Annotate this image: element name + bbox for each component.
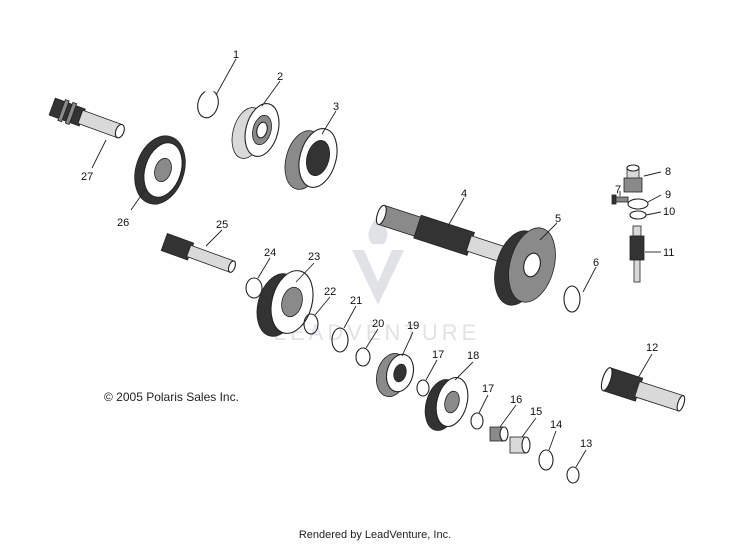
part-27-pinion-shaft	[48, 97, 125, 139]
callout-6: 6	[593, 257, 599, 269]
callout-7: 7	[615, 184, 621, 196]
footer-credit: Rendered by LeadVenture, Inc.	[298, 529, 452, 541]
copyright-notice: © 2005 Polaris Sales Inc.	[104, 390, 239, 404]
callout-24: 24	[264, 247, 276, 259]
part-6-o-ring	[563, 285, 581, 313]
callout-10: 10	[663, 206, 675, 218]
part-3-gear-hub	[284, 128, 338, 190]
callout-5: 5	[555, 213, 561, 225]
callout-1: 1	[233, 49, 239, 61]
callout-16: 16	[510, 394, 522, 406]
callout-14: 14	[550, 419, 562, 431]
watermark-flame-icon	[368, 212, 388, 244]
callout-leader-lines	[91, 58, 662, 468]
part-8-sensor-housing	[623, 164, 643, 193]
part-4-main-shaft	[375, 204, 512, 264]
part-17-washer-a	[416, 379, 430, 397]
part-26-gear	[134, 135, 186, 205]
part-5-gear	[494, 227, 556, 306]
callout-17-b: 17	[482, 383, 494, 395]
callout-17-a: 17	[432, 349, 444, 361]
part-25-input-shaft	[160, 233, 236, 273]
part-14-retaining-clip	[538, 449, 554, 471]
part-7-screw	[611, 194, 629, 205]
part-20-washer	[355, 347, 371, 367]
callout-23: 23	[308, 251, 320, 263]
part-19-shift-dog	[376, 352, 415, 398]
callout-12: 12	[646, 342, 658, 354]
part-18-gear	[424, 376, 469, 431]
callout-3: 3	[333, 101, 339, 113]
part-17-washer-b	[470, 412, 484, 430]
callout-labels: 1 2 3 4 5 6 7 8 9 10 11 12 13 14 15 16 1…	[81, 49, 675, 450]
callout-25: 25	[216, 219, 228, 231]
callout-21: 21	[350, 295, 362, 307]
callout-2: 2	[277, 71, 283, 83]
part-12-output-shaft	[600, 367, 686, 412]
part-11-drive-gear	[629, 225, 645, 283]
part-16-needle-bearing	[489, 426, 509, 442]
callout-26: 26	[117, 217, 129, 229]
callout-18: 18	[467, 350, 479, 362]
part-15-bushing	[509, 436, 531, 454]
callout-9: 9	[665, 189, 671, 201]
watermark-logo	[352, 250, 404, 305]
part-13-washer	[566, 466, 580, 484]
part-1-snap-ring	[197, 88, 219, 119]
part-10-washer	[629, 210, 647, 220]
callout-15: 15	[530, 406, 542, 418]
callout-22: 22	[324, 286, 336, 298]
callout-4: 4	[461, 188, 467, 200]
part-9-o-ring	[627, 198, 649, 210]
part-2-bearing	[231, 103, 280, 159]
callout-11: 11	[663, 247, 674, 259]
part-21-thrust-washer	[331, 327, 349, 353]
part-23-gear	[256, 270, 314, 337]
callout-13: 13	[580, 438, 592, 450]
part-22-bushing	[303, 313, 319, 335]
callout-20: 20	[372, 318, 384, 330]
callout-8: 8	[665, 166, 671, 178]
callout-27: 27	[81, 171, 93, 183]
part-24-washer	[245, 277, 263, 299]
callout-19: 19	[407, 320, 419, 332]
